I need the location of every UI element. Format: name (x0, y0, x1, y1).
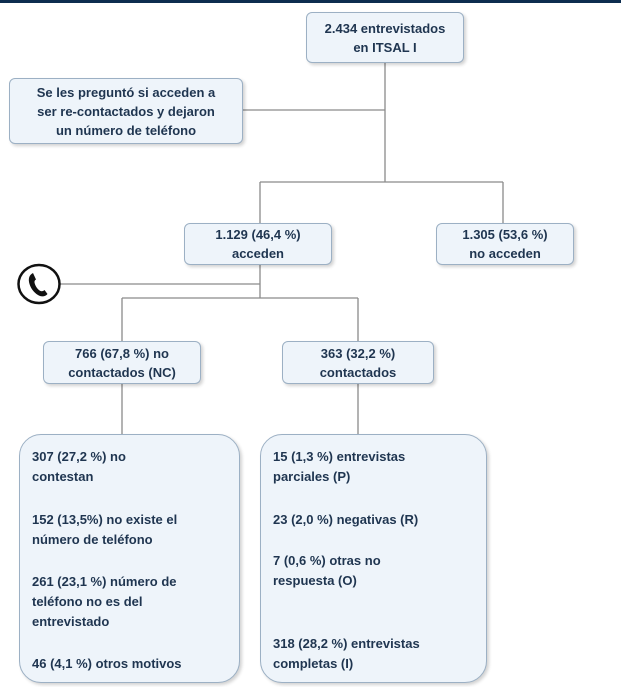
c-detail-3-line-2: respuesta (O) (273, 573, 357, 588)
c-detail-otras-no-respuesta: 7 (0,6 %) otras no respuesta (O) (273, 551, 478, 591)
node-root-interviewed: 2.434 entrevistados en ITSAL I (306, 12, 464, 63)
nc-detail-3-line-3: entrevistado (32, 614, 110, 629)
nc-detail-no-contestan: 307 (27,2 %) no contestan (32, 447, 231, 487)
c-detail-1-line-1: 15 (1,3 %) entrevistas (273, 449, 406, 464)
nc-detail-2-line-2: número de teléfono (32, 532, 153, 547)
c-detail-parciales: 15 (1,3 %) entrevistas parciales (P) (273, 447, 478, 487)
nc-detail-3-line-2: teléfono no es del (32, 594, 143, 609)
nc-detail-4-line-1: 46 (4,1 %) otros motivos (32, 656, 182, 671)
c-detail-negativas: 23 (2,0 %) negativas (R) (273, 510, 478, 530)
nc-detail-otros-motivos: 46 (4,1 %) otros motivos (32, 654, 231, 674)
nc-detail-3-line-1: 261 (23,1 %) número de (32, 574, 177, 589)
node-c-line-1: 363 (32,2 %) (320, 345, 396, 361)
c-detail-1-line-2: parciales (P) (273, 469, 351, 484)
node-no-acceden: 1.305 (53,6 %) no acceden (436, 223, 574, 265)
node-root-line-1: 2.434 entrevistados (324, 20, 446, 36)
telephone-handset-icon (17, 263, 61, 305)
node-contactados: 363 (32,2 %) contactados (282, 341, 434, 384)
node-acceden-line-2: acceden (231, 246, 285, 261)
c-detail-4-line-2: completas (I) (273, 656, 354, 671)
node-acceden: 1.129 (46,4 %) acceden (184, 223, 332, 265)
node-nc-line-1: 766 (67,8 %) no (75, 345, 169, 361)
node-no-acceden-line-2: no acceden (469, 246, 541, 261)
nc-detail-2-line-1: 152 (13,5%) no existe el (32, 512, 178, 527)
node-c-line-2: contactados (319, 364, 397, 380)
nc-detail-1-line-2: contestan (32, 469, 94, 484)
top-border-bar (0, 0, 621, 3)
nc-detail-no-es-del-entrevistado: 261 (23,1 %) número de teléfono no es de… (32, 572, 231, 632)
node-no-acceden-line-1: 1.305 (53,6 %) (462, 227, 548, 242)
nc-detail-no-existe: 152 (13,5%) no existe el número de teléf… (32, 510, 231, 550)
c-detail-4-line-1: 318 (28,2 %) entrevistas (273, 636, 420, 651)
node-question-line-2: ser re-contactados y dejaron (37, 103, 215, 119)
node-no-contactados: 766 (67,8 %) no contactados (NC) (43, 341, 201, 384)
node-question-line-1: Se les preguntó si acceden a (36, 84, 216, 100)
node-question-line-3: un número de teléfono (55, 122, 197, 138)
node-nc-line-2: contactados (NC) (68, 364, 176, 380)
c-detail-2-line-1: 23 (2,0 %) negativas (R) (273, 512, 419, 527)
node-root-line-2: en ITSAL I (353, 39, 417, 55)
node-question: Se les preguntó si acceden a ser re-cont… (9, 78, 243, 144)
details-no-contactados: 307 (27,2 %) no contestan 152 (13,5%) no… (19, 434, 240, 683)
details-contactados: 15 (1,3 %) entrevistas parciales (P) 23 … (260, 434, 487, 683)
node-acceden-line-1: 1.129 (46,4 %) (215, 227, 301, 242)
c-detail-completas: 318 (28,2 %) entrevistas completas (I) (273, 634, 478, 674)
c-detail-3-line-1: 7 (0,6 %) otras no (273, 553, 381, 568)
nc-detail-1-line-1: 307 (27,2 %) no (32, 449, 126, 464)
